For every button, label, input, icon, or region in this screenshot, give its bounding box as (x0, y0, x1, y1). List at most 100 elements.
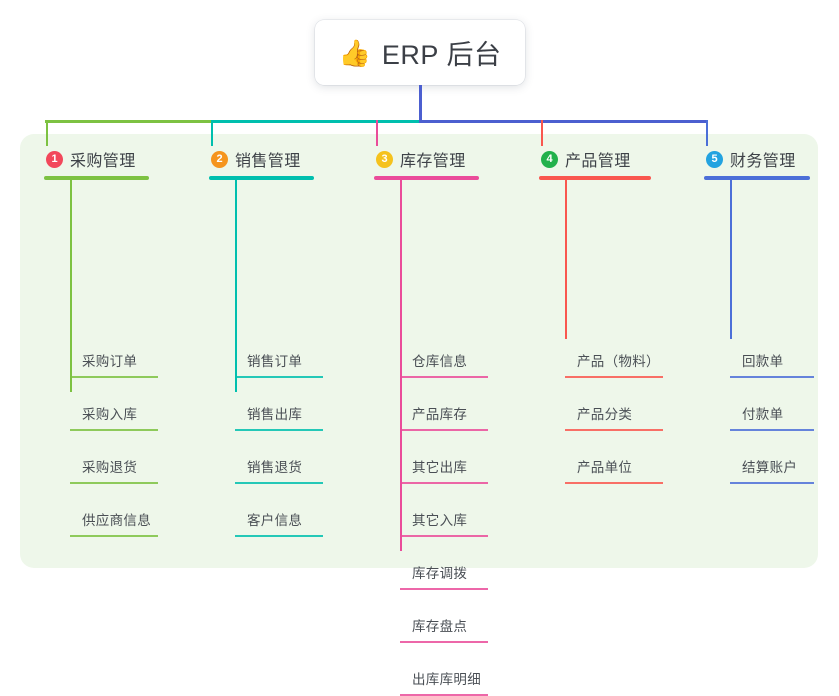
branch-title-rule-5 (704, 176, 810, 180)
leaf-item-rule (400, 535, 488, 537)
leaf-item-rule (400, 641, 488, 643)
leaf-item-rule (235, 535, 323, 537)
leaf-item-label: 库存盘点 (412, 619, 468, 634)
branch-spine-4 (565, 180, 567, 339)
branch-column-2: 2 销售管理销售订单销售出库销售退货客户信息 (209, 146, 323, 537)
branch-number-badge-5: 5 (706, 150, 723, 168)
leaf-item[interactable]: 其它入库 (400, 509, 488, 537)
leaf-item[interactable]: 仓库信息 (400, 350, 488, 378)
bus-segment-mid (211, 120, 419, 123)
branches-panel (20, 134, 818, 568)
leaf-item-label: 采购入库 (82, 407, 138, 422)
branch-title-rule-3 (374, 176, 479, 180)
branch-drop-2 (211, 120, 213, 146)
branch-number-badge-3: 3 (376, 150, 393, 168)
leaf-item[interactable]: 出库库明细 (400, 668, 488, 696)
leaf-item-rule (400, 376, 488, 378)
leaf-item-rule (235, 482, 323, 484)
leaf-item-label: 采购退货 (82, 460, 138, 475)
leaf-item[interactable]: 客户信息 (235, 509, 323, 537)
leaf-item[interactable]: 产品库存 (400, 403, 488, 431)
leaf-item-rule (70, 535, 158, 537)
leaf-item-label: 库存调拨 (412, 566, 468, 581)
branch-column-5: 5 财务管理回款单付款单结算账户 (704, 146, 814, 484)
leaf-item-rule (70, 376, 158, 378)
leaf-item[interactable]: 库存调拨 (400, 562, 488, 590)
leaf-item[interactable]: 产品单位 (565, 456, 663, 484)
leaf-item-rule (730, 429, 814, 431)
root-node[interactable]: 👍 ERP 后台 (315, 20, 525, 85)
branch-title-rule-1 (44, 176, 149, 180)
branch-drop-4 (541, 120, 543, 146)
leaf-item-label: 产品分类 (577, 407, 633, 422)
leaf-item-rule (730, 482, 814, 484)
leaf-item-rule (565, 482, 663, 484)
leaf-item-rule (70, 429, 158, 431)
leaf-item-label: 其它出库 (412, 460, 468, 475)
leaf-item[interactable]: 采购订单 (70, 350, 158, 378)
leaf-item[interactable]: 采购退货 (70, 456, 158, 484)
branch-spine-1 (70, 180, 72, 392)
branch-header-5[interactable]: 5 财务管理 (704, 146, 796, 172)
mindmap-canvas: 👍 ERP 后台 1 采购管理采购订单采购入库采购退货供应商信息 2 销售管理销售订单… (20, 20, 818, 696)
leaf-item-rule (400, 482, 488, 484)
branch-number-badge-4: 4 (541, 150, 558, 168)
leaf-item[interactable]: 结算账户 (730, 456, 814, 484)
bus-segment-right (419, 120, 708, 123)
branch-title-rule-4 (539, 176, 651, 180)
branch-title-rule-2 (209, 176, 314, 180)
leaf-item-label: 付款单 (742, 407, 784, 422)
leaf-item-label: 销售出库 (247, 407, 303, 422)
leaf-item[interactable]: 采购入库 (70, 403, 158, 431)
branch-header-2[interactable]: 2 销售管理 (209, 146, 301, 172)
leaf-item-label: 产品（物料） (577, 354, 660, 369)
leaf-item-rule (70, 482, 158, 484)
trunk-connector (419, 85, 422, 123)
leaf-item[interactable]: 销售出库 (235, 403, 323, 431)
leaf-item-label: 其它入库 (412, 513, 468, 528)
leaf-item-label: 采购订单 (82, 354, 138, 369)
branch-drop-3 (376, 120, 378, 146)
branch-column-3: 3 库存管理仓库信息产品库存其它出库其它入库库存调拨库存盘点出库库明细 (374, 146, 488, 696)
root-title: ERP 后台 (381, 40, 502, 70)
leaf-item-rule (730, 376, 814, 378)
leaf-item[interactable]: 销售订单 (235, 350, 323, 378)
branch-column-4: 4 产品管理产品（物料） 产品分类产品单位 (539, 146, 663, 484)
leaf-item-label: 销售订单 (247, 354, 303, 369)
leaf-item-rule (235, 429, 323, 431)
leaf-item[interactable]: 其它出库 (400, 456, 488, 484)
branch-header-1[interactable]: 1 采购管理 (44, 146, 136, 172)
leaf-item-rule (400, 429, 488, 431)
leaf-item-label: 产品单位 (577, 460, 633, 475)
leaf-item-label: 产品库存 (412, 407, 468, 422)
leaf-item[interactable]: 回款单 (730, 350, 814, 378)
leaf-item[interactable]: 销售退货 (235, 456, 323, 484)
branch-number-badge-1: 1 (46, 150, 63, 168)
leaf-item[interactable]: 产品（物料） (565, 350, 663, 378)
branch-spine-2 (235, 180, 237, 392)
thumbs-up-icon: 👍 (338, 37, 371, 68)
branch-header-4[interactable]: 4 产品管理 (539, 146, 631, 172)
branch-title-5: 财务管理 (730, 153, 796, 170)
branch-drop-1 (46, 120, 48, 146)
leaf-item[interactable]: 库存盘点 (400, 615, 488, 643)
root-node-content: 👍 ERP 后台 (339, 33, 502, 72)
leaf-item[interactable]: 产品分类 (565, 403, 663, 431)
leaf-item[interactable]: 付款单 (730, 403, 814, 431)
leaf-item-rule (565, 429, 663, 431)
bus-segment-left (45, 120, 211, 123)
leaf-item-label: 销售退货 (247, 460, 303, 475)
branch-title-1: 采购管理 (70, 153, 136, 170)
leaf-item-label: 出库库明细 (412, 672, 481, 687)
branch-number-badge-2: 2 (211, 150, 228, 168)
leaf-item-label: 结算账户 (742, 460, 798, 475)
branch-header-3[interactable]: 3 库存管理 (374, 146, 466, 172)
branch-column-1: 1 采购管理采购订单采购入库采购退货供应商信息 (44, 146, 158, 537)
branch-title-2: 销售管理 (235, 153, 301, 170)
leaf-item-label: 回款单 (742, 354, 784, 369)
branch-title-3: 库存管理 (400, 153, 466, 170)
leaf-item-rule (565, 376, 663, 378)
leaf-item[interactable]: 供应商信息 (70, 509, 158, 537)
leaf-item-label: 供应商信息 (82, 513, 151, 528)
branch-title-4: 产品管理 (565, 153, 631, 170)
